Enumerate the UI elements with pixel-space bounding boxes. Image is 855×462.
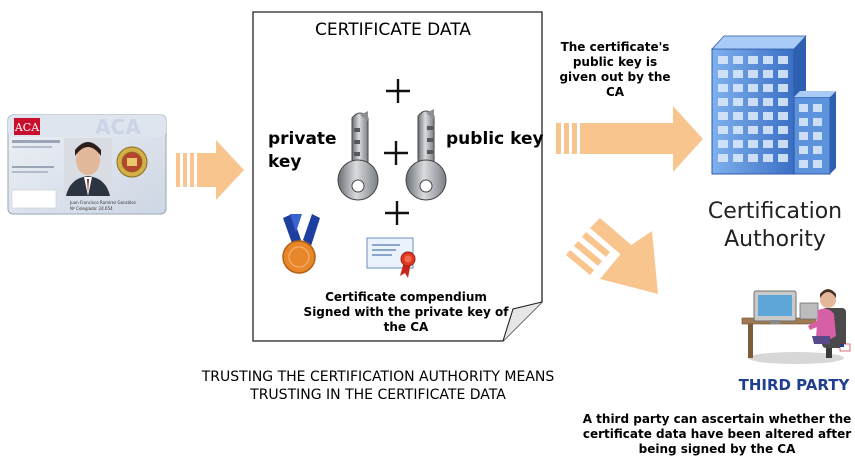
arrow-card-to-certificate	[176, 140, 244, 200]
public-key-label: public key	[446, 129, 544, 149]
public-key-icon	[405, 109, 447, 201]
certificate-title: CERTIFICATE DATA	[315, 20, 471, 40]
ca-public-key-note: The certificate's public key is given ou…	[559, 40, 671, 99]
card-logo-text: ACA	[14, 121, 40, 134]
certificate-icon	[366, 237, 416, 278]
plus-sign-bottom	[385, 201, 409, 225]
card-holder-name: Juan Francisco Ramírez González	[69, 200, 136, 205]
certificate-document	[252, 11, 543, 342]
certificate-compendium-label: Certificate compendium Signed with the p…	[303, 290, 509, 334]
plus-sign-middle	[384, 141, 408, 165]
trust-statement-line-2: TRUSTING IN THE CERTIFICATE DATA	[250, 387, 506, 403]
plus-sign-top	[386, 79, 410, 103]
certification-authority-label: Certification Authority	[707, 199, 843, 252]
card-photo	[64, 138, 112, 196]
card-registration: Nº Colegiado: 24.654	[70, 206, 113, 211]
third-party-note: A third party can ascertain whether the …	[582, 412, 852, 456]
medal-icon	[282, 214, 320, 274]
card-seal	[116, 146, 148, 178]
building-icon	[711, 35, 836, 175]
card-logo	[14, 118, 40, 135]
private-key-icon	[337, 111, 379, 201]
arrow-certificate-to-third-party	[566, 218, 658, 294]
third-party-icon	[741, 289, 851, 364]
card-watermark: ACA	[95, 115, 141, 139]
trust-statement-line-1: TRUSTING THE CERTIFICATION AUTHORITY MEA…	[201, 369, 555, 385]
id-card: ACA ACA Juan Francisco Ramírez González …	[7, 114, 167, 215]
private-key-label: private key	[268, 129, 337, 172]
trust-statement: TRUSTING THE CERTIFICATION AUTHORITY MEA…	[160, 368, 596, 404]
third-party-label: THIRD PARTY	[738, 376, 850, 394]
arrow-certificate-to-ca	[556, 106, 703, 172]
